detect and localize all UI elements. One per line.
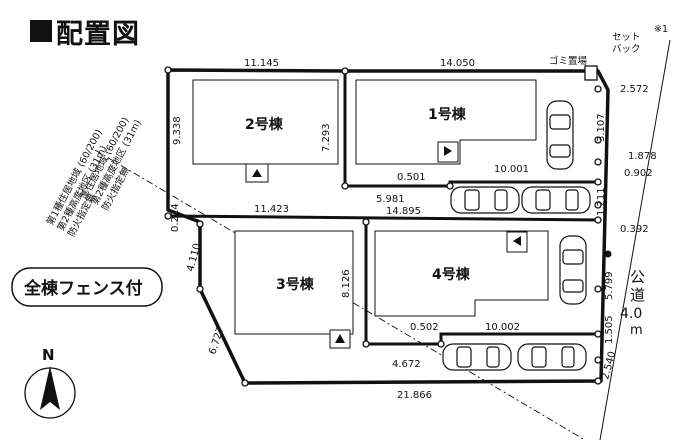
road-label: 公 道 4.0 m (620, 268, 645, 338)
benchmark-marker (604, 250, 612, 258)
garbage-area (584, 65, 598, 81)
car-icons (442, 100, 591, 371)
setback-line (595, 65, 609, 91)
dim-bottom-21866: 21.866 (397, 390, 432, 401)
car-icon (442, 343, 512, 371)
north-arrow-icon: N (24, 346, 76, 419)
garbage-label: ゴミ置場 (549, 55, 588, 67)
dim-right-1878: 1.878 (628, 151, 657, 162)
car-icon (450, 186, 520, 214)
boundary-markers (164, 66, 602, 387)
building-1-outline (355, 79, 537, 165)
diagram-title: 配置図 (30, 14, 140, 50)
dim-right-0392: 0.392 (620, 224, 649, 235)
dim-right-1505: 1.505 (604, 315, 615, 344)
car-icon (517, 343, 587, 371)
dim-mid-8126: 8.126 (341, 269, 352, 298)
svg-text:公: 公 (630, 268, 645, 286)
dim-top-left: 11.145 (244, 58, 279, 69)
setback-label-1: セット (612, 32, 641, 43)
title-square-icon (30, 20, 52, 42)
dim-mid-5981: 5.981 (376, 194, 405, 205)
north-label: N (42, 346, 55, 364)
setback-label-2: バック (612, 44, 641, 55)
car-icon (521, 186, 591, 214)
dim-right-1211: 1.211 (596, 187, 607, 216)
entrance-2-icon (252, 169, 262, 177)
building-2-outline (192, 79, 339, 165)
road-edge-line (599, 39, 671, 441)
building-2-label: 2号棟 (245, 116, 284, 133)
dim-left-0224: 0.224 (170, 203, 181, 232)
dim-right-2572: 2.572 (620, 84, 649, 95)
dim-mid-0501: 0.501 (397, 172, 426, 183)
dim-right-3107: 3.107 (596, 113, 607, 142)
dim-mid-7293: 7.293 (321, 123, 332, 152)
building-3-label: 3号棟 (276, 276, 315, 293)
dim-mid-11423: 11.423 (254, 204, 289, 215)
zoning-boundary-line (94, 149, 586, 441)
dim-right-5799: 5.799 (604, 271, 615, 300)
fence-label: 全棟フェンス付 (23, 278, 143, 299)
building-4-label: 4号棟 (432, 266, 471, 283)
entrance-3-icon (335, 334, 345, 343)
dim-right-0902: 0.902 (624, 168, 653, 179)
svg-text:道: 道 (630, 286, 645, 304)
dim-mid-4672: 4.672 (392, 359, 421, 370)
svg-text:m: m (630, 323, 643, 338)
building-4-outline (374, 230, 549, 317)
title-text: 配置図 (56, 18, 140, 50)
footnote-mark: ※1 (654, 24, 668, 35)
dim-mid-10002: 10.002 (485, 322, 520, 333)
building-3-outline (234, 230, 354, 335)
car-icon (546, 100, 574, 170)
car-icon (559, 235, 587, 305)
building-1-label: 1号棟 (428, 106, 467, 123)
entrance-1-icon (444, 146, 452, 156)
entrance-4-icon (513, 236, 521, 246)
dim-mid-0502: 0.502 (410, 322, 439, 333)
dim-mid-10001: 10.001 (494, 164, 529, 175)
svg-text:4.0: 4.0 (620, 306, 642, 322)
lot-line-center (167, 214, 601, 222)
dim-left-9338: 9.338 (172, 116, 183, 145)
dim-mid-14895: 14.895 (386, 206, 421, 217)
dim-top-right: 14.050 (440, 58, 475, 69)
fence-bubble (11, 267, 163, 307)
